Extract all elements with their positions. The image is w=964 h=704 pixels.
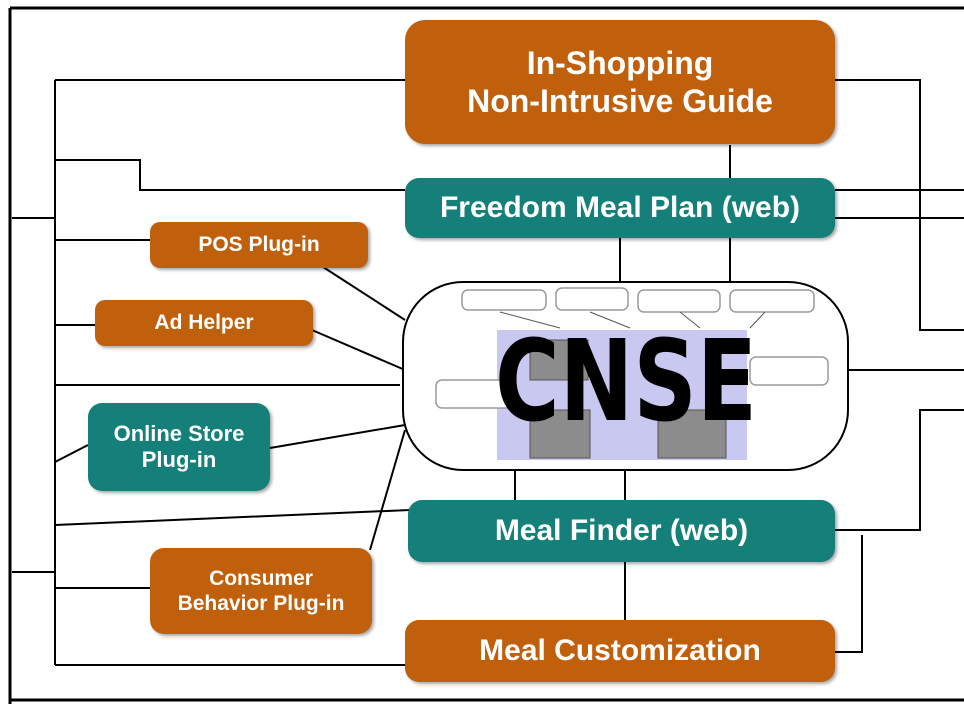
freedom-meal-plan-label: Freedom Meal Plan (web) xyxy=(439,191,801,224)
meal-customization-box: Meal Customization xyxy=(405,620,835,682)
meal-finder-label: Meal Finder (web) xyxy=(494,514,749,547)
cnse-core: CNSE xyxy=(402,281,849,471)
online-store-plugin-box: Online Store Plug-in xyxy=(88,403,270,491)
guide-line-2: Non-Intrusive Guide xyxy=(467,83,773,119)
in-shopping-guide-box: In-Shopping Non-Intrusive Guide xyxy=(405,20,835,144)
consumer-behavior-plugin-box: Consumer Behavior Plug-in xyxy=(150,548,372,634)
ad-helper-box: Ad Helper xyxy=(95,300,313,346)
pos-plugin-box: POS Plug-in xyxy=(150,222,368,268)
ad-helper-label: Ad Helper xyxy=(154,311,254,335)
consumer-line-2: Behavior Plug-in xyxy=(177,592,345,615)
meal-customization-label: Meal Customization xyxy=(479,634,761,667)
online-store-line-1: Online Store xyxy=(113,420,245,446)
frame-border xyxy=(8,6,964,704)
connector-lines xyxy=(12,79,964,666)
freedom-meal-plan-box: Freedom Meal Plan (web) xyxy=(405,178,835,238)
meal-finder-box: Meal Finder (web) xyxy=(408,500,835,562)
cnse-label: CNSE xyxy=(495,317,757,447)
consumer-line-1: Consumer xyxy=(209,566,313,590)
pos-plugin-label: POS Plug-in xyxy=(198,233,320,257)
guide-line-1: In-Shopping xyxy=(526,44,714,81)
online-store-line-2: Plug-in xyxy=(141,447,217,472)
